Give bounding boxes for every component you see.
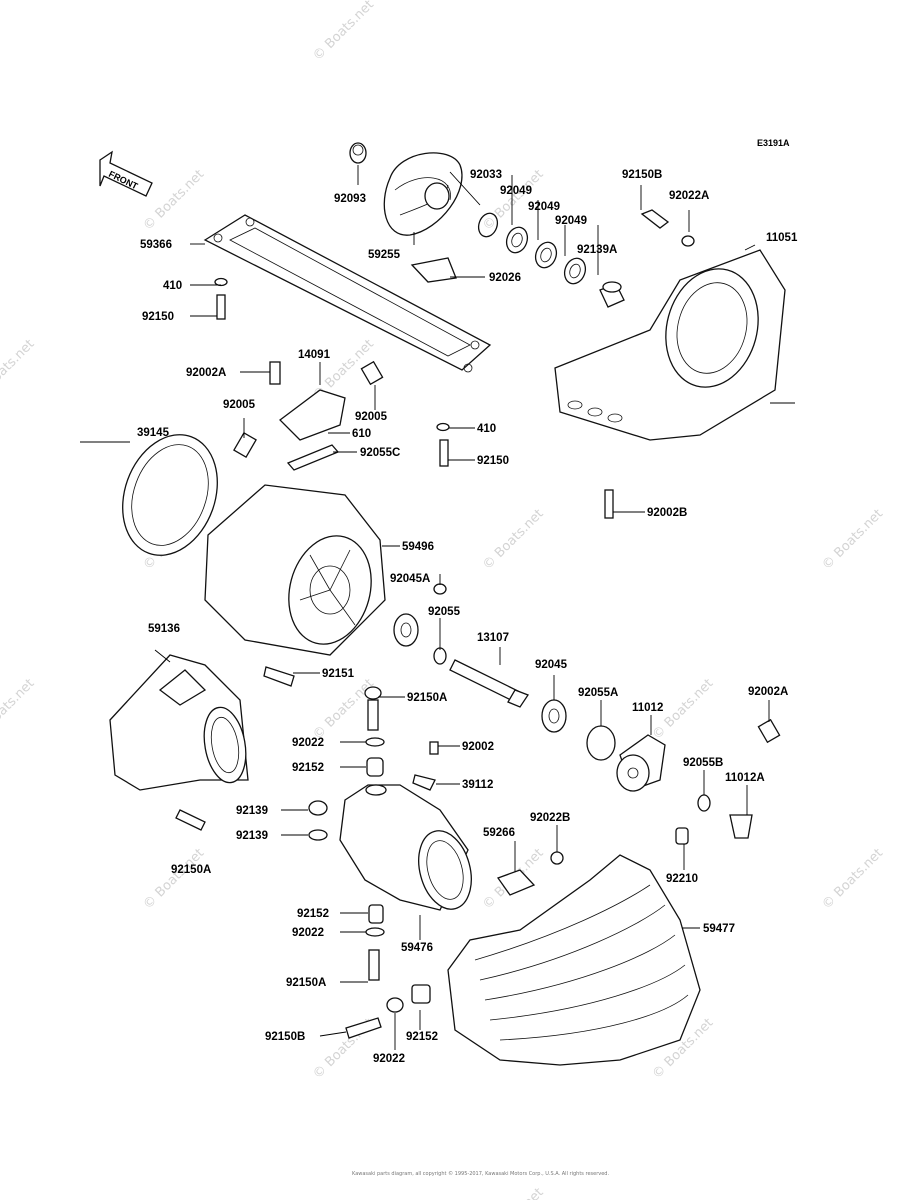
part-label: 92002 [462, 741, 494, 753]
part-label: 92022B [530, 812, 570, 824]
part-label: 92139 [236, 805, 268, 817]
part-label: 59255 [368, 249, 401, 261]
part-label: 92022A [669, 190, 709, 202]
part-label: 92005 [223, 399, 256, 411]
watermark: © Boats.net [0, 337, 37, 404]
part-label: 92150A [171, 864, 211, 876]
part-label: 92055 [428, 606, 461, 618]
part-label: 92055C [360, 447, 400, 459]
watermark: © Boats.net [310, 676, 377, 743]
part-label: 14091 [298, 349, 331, 361]
part-label: 13107 [477, 632, 509, 644]
part-label: 11012A [725, 772, 765, 784]
watermark: © Boats.net [0, 676, 37, 743]
part-shapes [109, 142, 786, 1066]
part-label: 92055A [578, 687, 618, 699]
part-label: 92002A [186, 367, 226, 379]
part-label: 92045A [390, 573, 430, 585]
watermark: © Boats.net [480, 506, 547, 573]
part-label: 92093 [334, 193, 366, 205]
part-label: 92150B [622, 169, 662, 181]
watermark: © Boats.net [819, 846, 886, 913]
part-label: 92022 [373, 1053, 405, 1065]
part-label: 92139A [577, 244, 617, 256]
copyright-footer: Kawasaki parts diagram, all copyright © … [352, 1170, 609, 1177]
part-label: 92049 [500, 185, 532, 197]
part-label: 92152 [292, 762, 324, 774]
part-label: 59366 [140, 239, 172, 251]
part-label: 39145 [137, 427, 170, 439]
part-label: 92150 [142, 311, 174, 323]
diagram-code: E3191A [757, 138, 790, 148]
watermark: © Boats.net [141, 846, 208, 913]
watermark: © Boats.net [819, 506, 886, 573]
front-arrow-icon: FRONT [99, 150, 153, 197]
watermark: © Boats.net [141, 167, 208, 234]
part-label: 92022 [292, 737, 324, 749]
part-label: 11051 [766, 232, 798, 244]
part-label: 92150 [477, 455, 509, 467]
watermark: © Boats.net [310, 0, 377, 64]
part-label: 92002B [647, 507, 687, 519]
watermark: © Boats.net [480, 1185, 547, 1200]
part-label: 92045 [535, 659, 568, 671]
part-label: 92139 [236, 830, 268, 842]
leader-lines [80, 165, 795, 1050]
part-label: 92210 [666, 873, 698, 885]
part-label: 92022 [292, 927, 324, 939]
part-label: 92151 [322, 668, 355, 680]
part-label: 92152 [297, 908, 329, 920]
part-label: 92150B [265, 1031, 305, 1043]
part-label: 92049 [555, 215, 587, 227]
part-label: 92055B [683, 757, 723, 769]
part-label: 11012 [632, 702, 663, 714]
part-label: 92002A [748, 686, 788, 698]
part-label: 59476 [401, 942, 433, 954]
part-label: 39112 [462, 779, 493, 791]
part-label: 92005 [355, 411, 388, 423]
part-label: 59136 [148, 623, 180, 635]
part-label: 59266 [483, 827, 515, 839]
part-label: 92150A [286, 977, 326, 989]
part-label: 410 [477, 423, 496, 435]
part-label: 92150A [407, 692, 447, 704]
part-label: 92033 [470, 169, 502, 181]
part-label: 59496 [402, 541, 434, 553]
part-label: 59477 [703, 923, 735, 935]
part-labels: 92093 92033 92049 92049 92049 92150B 920… [137, 169, 798, 1065]
part-label: 410 [163, 280, 182, 292]
part-label: 92152 [406, 1031, 438, 1043]
part-label: 92026 [489, 272, 521, 284]
part-label: 92049 [528, 201, 560, 213]
part-label: 610 [352, 428, 371, 440]
